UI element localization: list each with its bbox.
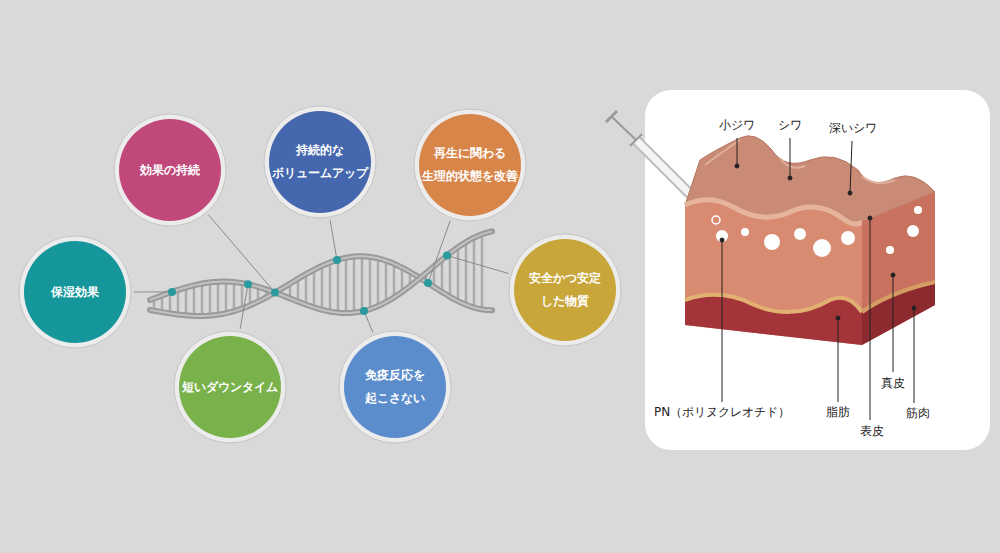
helix-rung — [353, 257, 356, 313]
feature-circle: 保湿効果 — [16, 233, 134, 351]
helix-rung — [225, 282, 228, 314]
helix-rung — [481, 234, 484, 309]
helix-rung — [393, 264, 396, 298]
helix-rung — [217, 282, 220, 315]
circle-text: 短いダウンタイム — [180, 376, 280, 399]
helix-rung — [337, 260, 340, 313]
leader-line — [447, 256, 508, 274]
helix-strand — [150, 231, 492, 313]
part-label: PN（ポリヌクレオチド） — [654, 405, 790, 419]
circle-text: 効果の持続 — [120, 159, 220, 182]
helix-rung — [329, 262, 332, 311]
circle-text: 持続的な ボリュームアップ — [270, 139, 370, 185]
part-label: 筋肉 — [906, 406, 930, 420]
helix-dot — [424, 279, 432, 287]
part-label: シワ — [778, 118, 802, 132]
leader-line — [208, 215, 275, 293]
helix-dot — [333, 256, 341, 264]
circle-text: 安全かつ安定 した物質 — [515, 267, 615, 313]
helix-rung — [185, 287, 188, 315]
helix-rung — [209, 282, 212, 315]
helix-rung — [457, 247, 460, 301]
helix-dot — [360, 307, 368, 315]
helix-rung — [321, 266, 324, 310]
helix-rung — [233, 282, 236, 311]
helix-rung — [377, 258, 380, 306]
helix-rung — [369, 257, 372, 309]
part-label: 真皮 — [881, 376, 905, 390]
helix-dot — [168, 288, 176, 296]
helix-rung — [313, 270, 316, 308]
helix-dot — [271, 289, 279, 297]
leader-line — [240, 284, 248, 329]
helix-rung — [449, 253, 452, 297]
feature-circle: 持続的な ボリュームアップ — [261, 103, 379, 221]
circle-shape — [411, 106, 529, 224]
leader-line — [330, 220, 337, 260]
feature-circle: 効果の持続 — [111, 111, 229, 229]
helix-rung — [441, 260, 444, 292]
circle-text: 保湿効果 — [25, 281, 125, 304]
helix-rung — [177, 290, 180, 315]
helix-rung — [345, 258, 348, 313]
part-label: 表皮 — [860, 424, 884, 438]
part-label: 小ジワ — [719, 118, 755, 132]
feature-circle: 免疫反応を 起こさない — [336, 328, 454, 446]
helix-rung — [305, 274, 308, 304]
helix-rung — [201, 284, 204, 316]
helix-rung — [361, 256, 364, 311]
circle-shape — [506, 231, 624, 349]
feature-circle: 安全かつ安定 した物質 — [506, 231, 624, 349]
part-label: 深いシワ — [829, 121, 877, 135]
feature-circle: 再生に関わる 生理的状態を改善 — [411, 106, 529, 224]
circle-shape — [336, 328, 454, 446]
circle-text: 免疫反応を 起こさない — [345, 364, 445, 410]
helix-rung — [193, 285, 196, 316]
leader-line — [428, 221, 450, 284]
helix-dot — [244, 280, 252, 288]
leader-line — [134, 291, 172, 292]
helix-highlight — [150, 231, 492, 313]
helix-dot — [443, 252, 451, 260]
feature-circle: 短いダウンタイム — [171, 328, 289, 446]
helix-rung — [473, 238, 476, 308]
part-label: 脂肪 — [826, 405, 850, 419]
helix-rung — [465, 242, 468, 305]
helix-rung — [241, 283, 244, 308]
circle-shape — [261, 103, 379, 221]
circle-text: 再生に関わる 生理的状態を改善 — [420, 142, 520, 188]
helix-rung — [385, 261, 388, 302]
